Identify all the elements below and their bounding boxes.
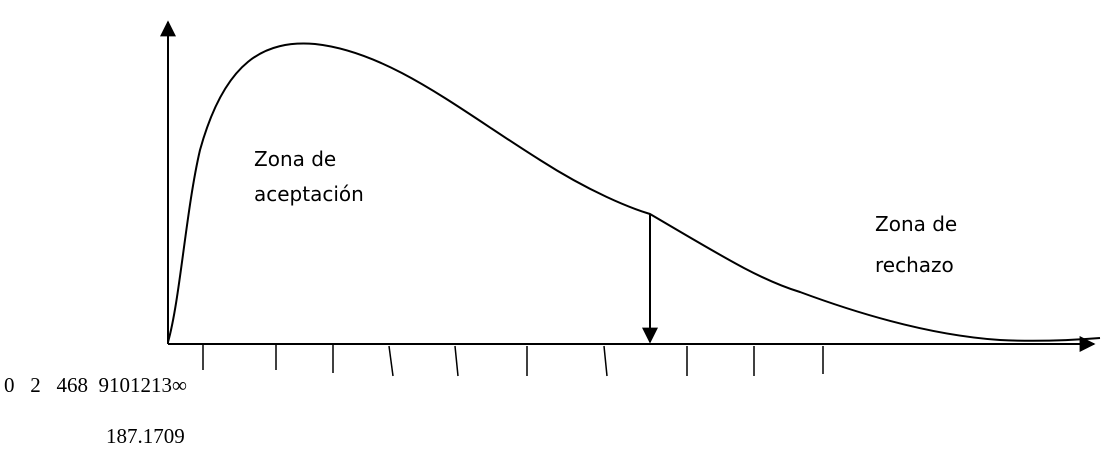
tick-mark [388,345,394,377]
rejection-zone-label-line2: rechazo [875,253,954,277]
acceptance-zone-label-line1: Zona de [254,147,336,171]
tick-mark [603,345,608,377]
rejection-zone-label-line1: Zona de [875,212,957,236]
tick-mark [454,345,459,377]
x-axis-ticks [202,344,824,377]
density-curve [167,42,1101,343]
x-axis-tick-labels: 0 2 468 9101213∞ [4,373,187,397]
critical-value-label: 187.1709 [106,424,185,448]
acceptance-zone-label-line2: aceptación [254,182,364,206]
